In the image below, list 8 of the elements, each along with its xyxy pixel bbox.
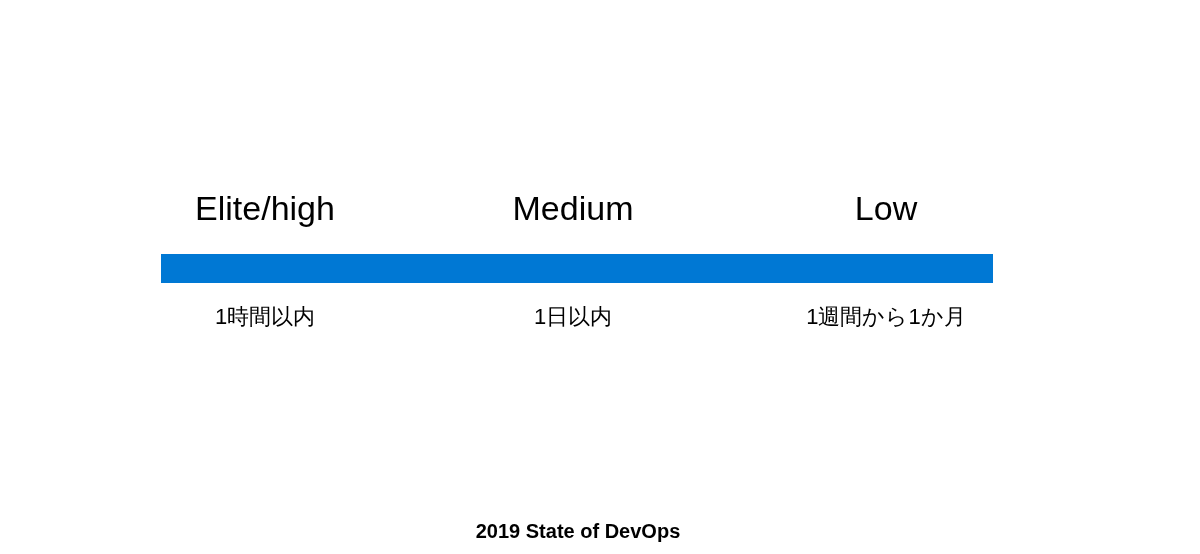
- lead-time-label: 1時間以内: [214, 304, 316, 331]
- lead-time-label: 1週間から1か月: [806, 304, 966, 331]
- caption: 2019 State of DevOps: [475, 519, 681, 543]
- lead-time-label: 1日以内: [533, 304, 613, 331]
- tier-label: Medium: [512, 188, 634, 229]
- tier-label: Elite/high: [195, 188, 335, 229]
- tier-label: Low: [854, 188, 918, 229]
- scale-bar: [161, 254, 993, 283]
